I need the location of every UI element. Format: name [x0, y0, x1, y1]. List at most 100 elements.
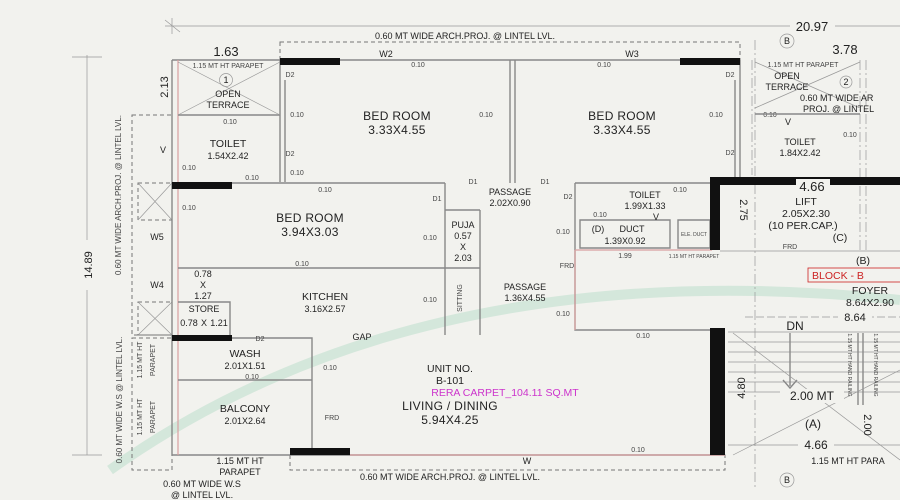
lift-name: LIFT: [795, 196, 817, 208]
svg-text:0.10: 0.10: [479, 112, 493, 119]
terrace-2-name-2: TERRACE: [765, 82, 808, 92]
wall-thickness-labels: 0.10 0.10 0.10 0.10 0.10 0.10 0.10 0.10 …: [182, 62, 857, 454]
puja-w: 0.57: [454, 231, 472, 241]
svg-text:0.10: 0.10: [593, 212, 607, 219]
bedroom-2-name: BED ROOM: [588, 109, 656, 123]
svg-text:0.10: 0.10: [763, 112, 777, 119]
w4-height: 1.27: [194, 291, 212, 301]
w4-width: 0.78: [194, 269, 212, 279]
toilet-2-name: TOILET: [629, 190, 661, 200]
arch-proj-bottom-label: 0.60 MT WIDE ARCH.PROJ. @ LINTEL LVL.: [360, 472, 540, 482]
overall-width: 20.97: [796, 19, 829, 34]
duct-tag: (D): [592, 224, 605, 234]
foyer-grid: (B): [856, 255, 870, 267]
passage-2-name: PASSAGE: [504, 282, 546, 292]
terrace-2-number: 2: [843, 77, 848, 87]
balcony-size: 2.01X2.64: [224, 416, 265, 426]
passage-1-name: PASSAGE: [489, 187, 531, 197]
stair-depth: 4.80: [736, 377, 748, 398]
duct-dim: 1.99: [618, 253, 632, 260]
stair-run: 2.00 MT: [790, 389, 835, 403]
gap-label: GAP: [352, 332, 371, 342]
door-d1: D1: [469, 179, 478, 186]
balcony-parapet-2: PARAPET: [150, 400, 157, 433]
foyer-name: FOYER: [852, 285, 889, 297]
window-w4: W4: [150, 280, 164, 290]
ventilator-v: V: [160, 145, 166, 155]
handrail-1: 1.15 MT HT HAND RAILING: [846, 333, 852, 396]
landing-tag: (A): [805, 417, 821, 431]
ws-bottom-2: @ LINTEL LVL.: [171, 490, 233, 500]
living-dining-size: 5.94X4.25: [421, 413, 478, 427]
passage-2-size: 1.36X4.55: [504, 293, 545, 303]
toilet-3-size: 1.84X2.42: [779, 148, 820, 158]
terrace-2-parapet: 1.15 MT HT PARAPET: [768, 62, 840, 69]
ventilator-v-2: V: [653, 212, 659, 222]
terrace-2-name: OPEN: [774, 71, 800, 81]
terrace-2-width: 3.78: [832, 42, 857, 57]
svg-text:0.10: 0.10: [182, 165, 196, 172]
store-w: 0.78: [180, 318, 198, 328]
bedroom-3-name: BED ROOM: [276, 211, 344, 225]
balcony-parapet-bottom: 1.15 MT HT: [216, 456, 264, 466]
left-dimension: 14.89: [72, 55, 102, 456]
door-frd: FRD: [325, 415, 339, 422]
svg-text:0.10: 0.10: [290, 170, 304, 177]
svg-text:0.10: 0.10: [709, 112, 723, 119]
svg-text:0.10: 0.10: [423, 235, 437, 242]
store-name: STORE: [189, 304, 220, 314]
terrace-1-number: 1: [223, 75, 228, 85]
door-d1: D1: [541, 179, 550, 186]
toilet-1-name: TOILET: [210, 138, 247, 150]
puja-h: 2.03: [454, 253, 472, 263]
unit-label: UNIT NO.: [427, 363, 473, 375]
bedroom-2-size: 3.33X4.55: [593, 123, 650, 137]
terrace-1-name: OPEN: [215, 89, 241, 99]
foyer-width: 8.64: [844, 312, 865, 324]
toilet-2-size: 1.99X1.33: [624, 201, 665, 211]
bedroom-1-size: 3.33X4.55: [368, 123, 425, 137]
arch-proj-right-2: PROJ. @ LINTEL: [803, 104, 874, 114]
svg-text:0.10: 0.10: [411, 62, 425, 69]
window-w3: W3: [625, 49, 639, 59]
wash-size: 2.01X1.51: [224, 361, 265, 371]
balcony-parapet-bottom-2: PARAPET: [219, 467, 261, 477]
bedroom-1-name: BED ROOM: [363, 109, 431, 123]
svg-text:0.10: 0.10: [318, 187, 332, 194]
balcony-parapet-1: 1.15 MT HT: [137, 398, 144, 436]
svg-text:0.10: 0.10: [223, 119, 237, 126]
lift-tag: (C): [833, 232, 848, 244]
sitting-label: SITTING: [457, 284, 464, 312]
overall-depth: 14.89: [83, 251, 95, 279]
landing-depth: 2.00: [861, 414, 873, 435]
rera-carpet-area: RERA CARPET_104.11 SQ.MT: [431, 387, 579, 399]
w4-x: X: [200, 280, 206, 290]
svg-text:0.10: 0.10: [556, 229, 570, 236]
grid-marker-b-bottom: B: [784, 475, 790, 485]
walls: [171, 40, 867, 490]
door-d2: D2: [726, 150, 735, 157]
door-frd: FRD: [783, 244, 797, 251]
kitchen-name: KITCHEN: [302, 291, 348, 303]
wash-parapet-2: PARAPET: [150, 343, 157, 376]
terrace-1-parapet: 1.15 MT HT PARAPET: [193, 63, 265, 70]
svg-text:0.10: 0.10: [597, 62, 611, 69]
lift-size: 2.05X2.30: [782, 208, 830, 220]
watermark: [107, 285, 900, 475]
svg-text:0.10: 0.10: [323, 365, 337, 372]
door-d2: D2: [564, 194, 573, 201]
door-frd: FRD: [560, 263, 574, 270]
window-w: W: [523, 456, 532, 466]
handrail-2: 1.15 MT HT HAND RAILING: [872, 333, 878, 396]
svg-text:0.10: 0.10: [843, 132, 857, 139]
door-d2: D2: [726, 72, 735, 79]
block-label: BLOCK - B: [812, 270, 864, 282]
svg-text:0.10: 0.10: [636, 333, 650, 340]
stair-down: DN: [786, 319, 803, 333]
terrace-1-depth: 2.13: [159, 76, 171, 97]
foyer-size: 8.64X2.90: [846, 297, 894, 309]
duct-parapet: 1.15 MT HT PARAPET: [669, 254, 720, 260]
duct-name: DUCT: [620, 224, 645, 234]
svg-text:0.10: 0.10: [245, 175, 259, 182]
